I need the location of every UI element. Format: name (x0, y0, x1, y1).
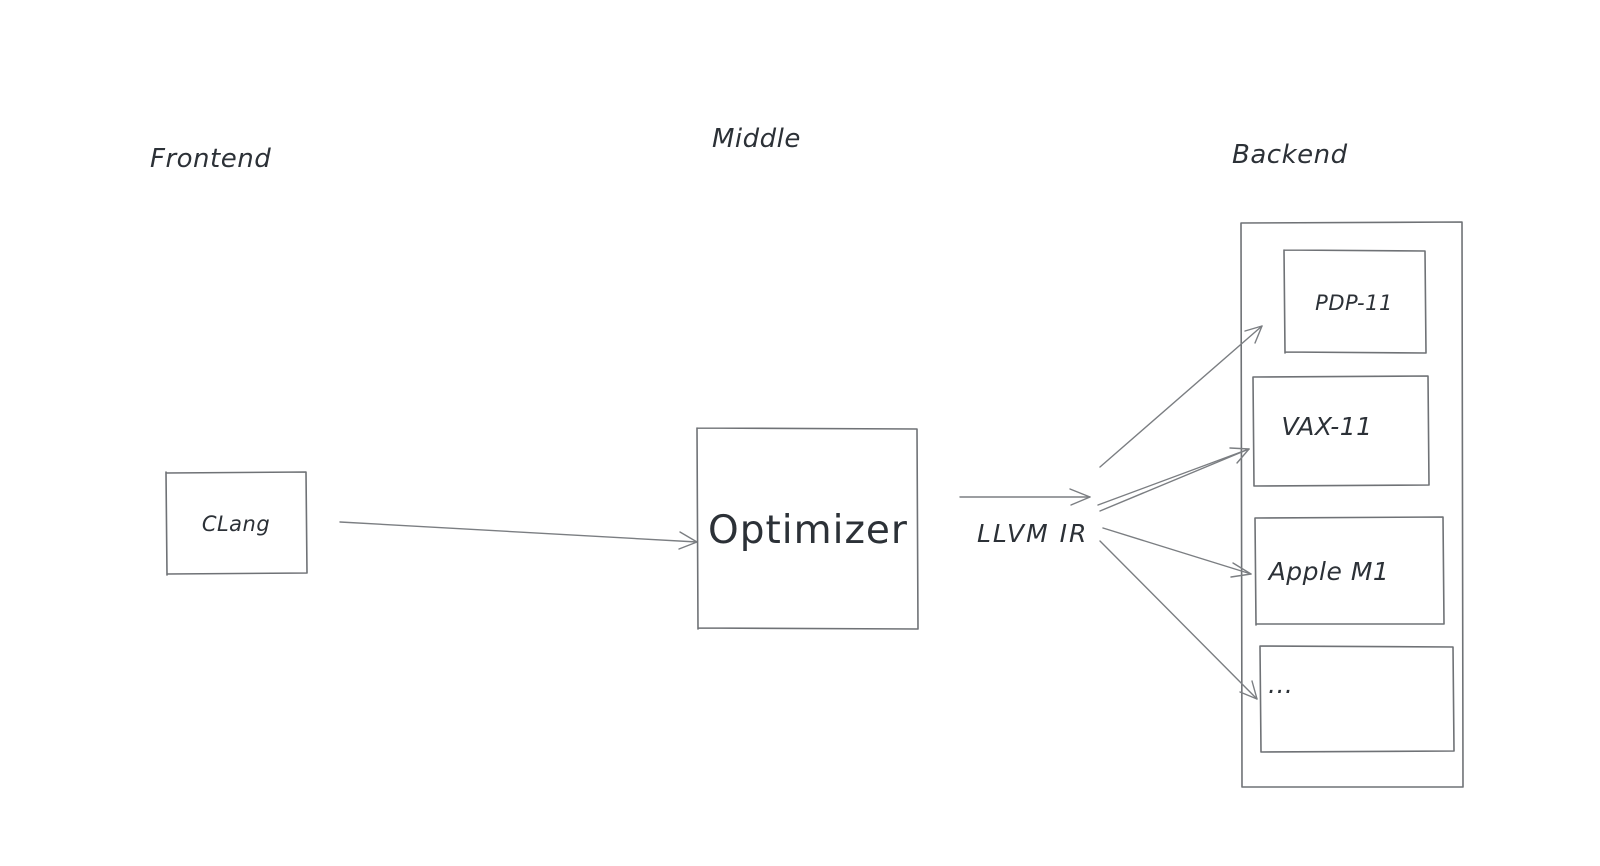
clang-label: CLang (202, 512, 270, 536)
apple-m1-box (1254, 516, 1445, 626)
more-targets-node: ... (1259, 645, 1455, 753)
frontend-heading: Frontend (150, 144, 271, 174)
clang-node: CLang (165, 471, 308, 576)
optimizer-to-ir-arrow (959, 488, 1091, 506)
vax11-box (1252, 375, 1430, 487)
pdp11-box (1283, 249, 1427, 354)
ir-to-vax11-arrow (1097, 447, 1250, 512)
apple-m1-node: Apple M1 (1254, 516, 1445, 626)
ir-to-apple-m1-arrow (1102, 527, 1252, 578)
apple-m1-label: Apple M1 (1267, 557, 1390, 586)
backend-heading: Backend (1232, 140, 1348, 170)
clang-box (165, 471, 308, 576)
vax11-label: VAX-11 (1281, 412, 1372, 441)
llvm-ir-label: LLVM IR (977, 519, 1088, 548)
optimizer-node: Optimizer (696, 427, 919, 630)
more-targets-label: ... (1268, 670, 1293, 699)
optimizer-label: Optimizer (708, 508, 908, 553)
middle-heading: Middle (712, 124, 801, 154)
ir-to-pdp11-arrow (1099, 325, 1263, 468)
clang-to-optimizer-arrow (339, 521, 698, 550)
optimizer-box (696, 427, 919, 630)
pdp11-node: PDP-11 (1283, 249, 1427, 354)
vax11-node: VAX-11 (1252, 375, 1430, 487)
ir-to-more-arrow (1099, 540, 1258, 700)
more-targets-box (1259, 645, 1455, 753)
pdp11-label: PDP-11 (1315, 291, 1393, 315)
